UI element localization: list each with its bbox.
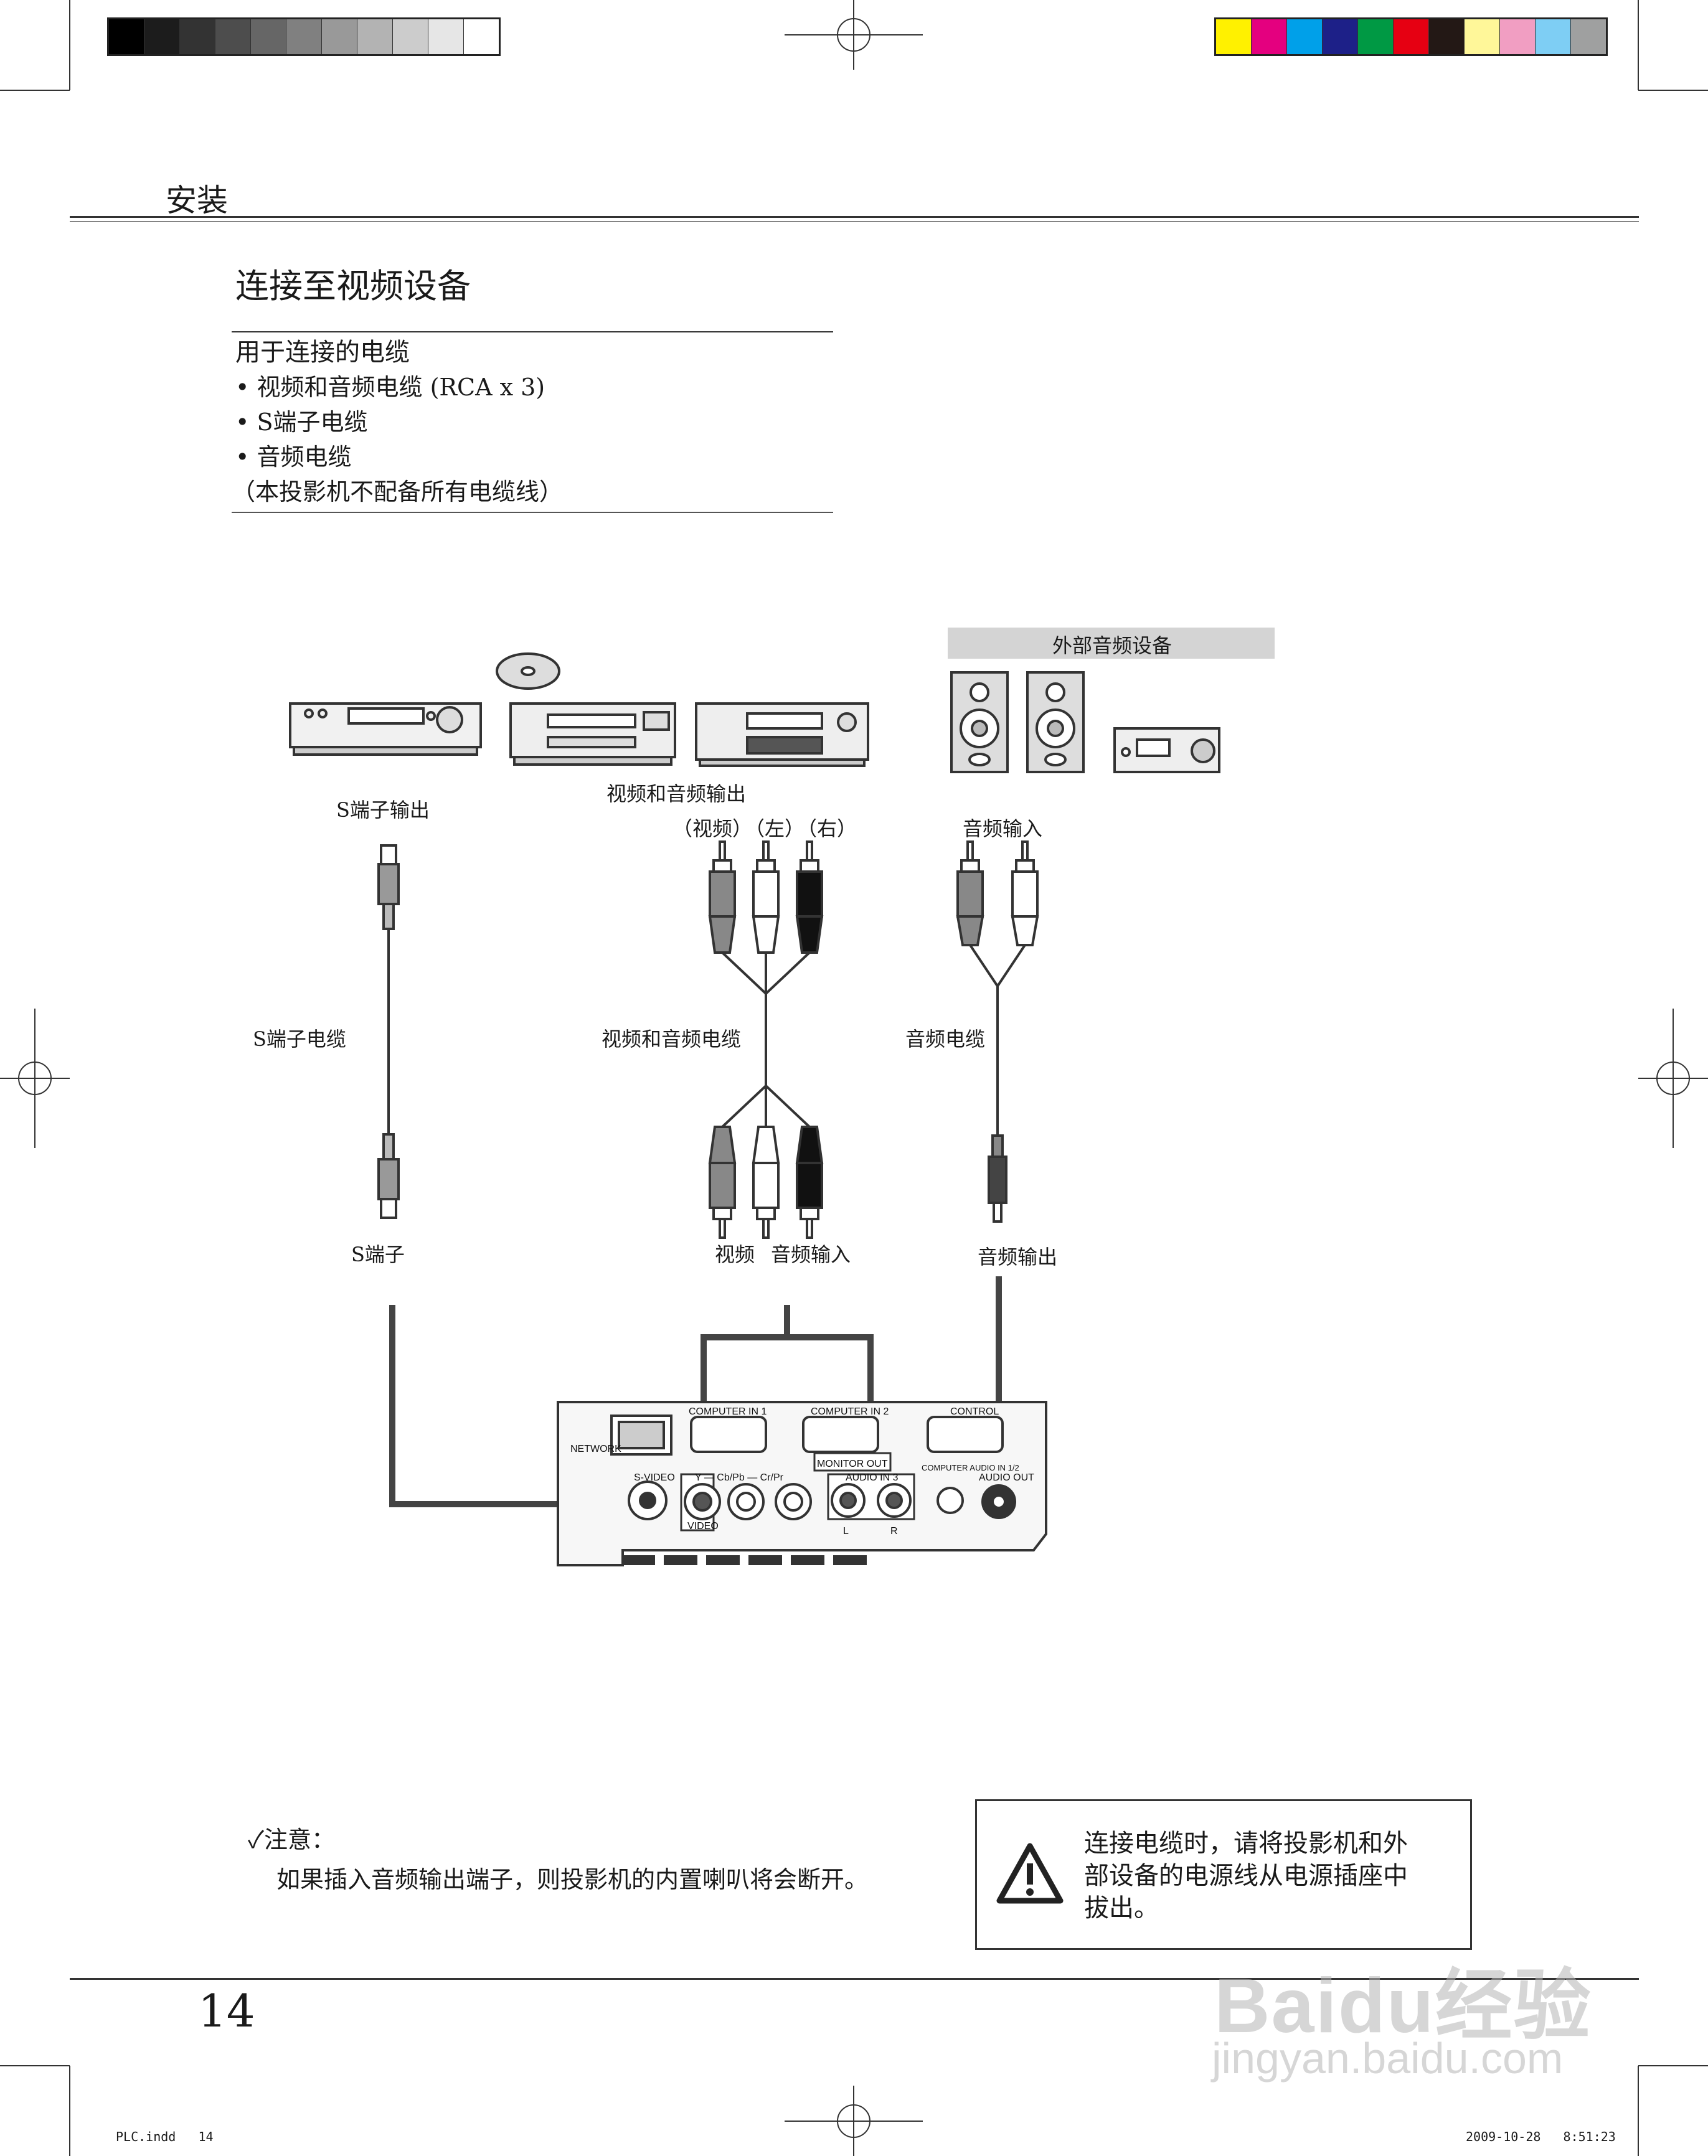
- watermark-brand: Baidu经验: [1214, 1963, 1592, 2049]
- svideo-cable: [377, 844, 400, 1219]
- footer-left-slug: PLC.indd 14: [116, 2129, 214, 2144]
- process-color-bar: [1214, 17, 1608, 56]
- warning-triangle-icon: [996, 1843, 1064, 1904]
- cable-item-audio: • 音频电缆: [235, 443, 352, 471]
- ext-audio-title: 外部音频设备: [1052, 634, 1172, 657]
- cables-bottom-rule: [232, 512, 833, 513]
- speaker-left: [950, 671, 1009, 773]
- av-device: [695, 702, 869, 767]
- process-color-swatch: [1570, 19, 1606, 54]
- cable-item-svideo: • S端子电缆: [235, 408, 368, 436]
- process-color-swatch: [1428, 19, 1464, 54]
- note-heading: ✓注意：: [248, 1826, 335, 1853]
- vcr-device: [289, 702, 482, 756]
- cable-item-av: • 视频和音频电缆 (RCA x 3): [235, 374, 545, 401]
- gray-swatch: [286, 19, 321, 54]
- panel-control-label: CONTROL: [950, 1406, 999, 1417]
- sub-left-label: （左）: [745, 817, 805, 840]
- process-color-swatch: [1251, 19, 1286, 54]
- panel-r-label: R: [890, 1526, 898, 1537]
- gray-swatch: [250, 19, 286, 54]
- header-rule-thin: [70, 221, 1639, 222]
- cables-top-rule: [232, 331, 833, 332]
- page-title: 连接至视频设备: [235, 266, 471, 306]
- svideo-out-label: S端子输出: [336, 798, 430, 822]
- watermark-url: jingyan.baidu.com: [1212, 2034, 1564, 2083]
- panel-computer-in-1-label: COMPUTER IN 1: [689, 1406, 767, 1417]
- speaker-right: [1026, 671, 1085, 773]
- panel-computer-audio-label: COMPUTER AUDIO IN 1/2: [922, 1463, 1019, 1472]
- panel-labels: NETWORK COMPUTER IN 1 COMPUTER IN 2 CONT…: [570, 1406, 1034, 1537]
- process-color-swatch: [1216, 19, 1251, 54]
- gray-swatch: [109, 19, 144, 54]
- note-body: 如果插入音频输出端子，则投影机的内置喇叭将会断开。: [276, 1866, 869, 1893]
- warning-line-3: 拔出。: [1084, 1894, 1159, 1923]
- av-cable-label: 视频和音频电缆: [602, 1027, 742, 1051]
- panel-l-label: L: [843, 1526, 849, 1537]
- panel-video-label: VIDEO: [687, 1521, 719, 1532]
- process-color-swatch: [1322, 19, 1357, 54]
- cables-note: （本投影机不配备所有电缆线）: [232, 478, 564, 506]
- audio-cable: [956, 840, 1039, 1223]
- ext-audio-title-bar: [948, 628, 1275, 659]
- section-header: 安装: [166, 182, 228, 219]
- warning-box: 连接电缆时，请将投影机和外 部设备的电源线从电源插座中 拔出。: [975, 1799, 1472, 1950]
- sub-video-label: （视频）: [672, 817, 753, 840]
- sub-right-label: （右）: [797, 817, 857, 840]
- gray-swatch: [463, 19, 499, 54]
- process-color-swatch: [1286, 19, 1322, 54]
- audio-out-port-label: 音频输出: [978, 1245, 1058, 1269]
- panel-audio-in-3-label: AUDIO IN 3: [846, 1472, 899, 1483]
- av-rca-cable: [708, 840, 824, 1239]
- header-rule: [70, 216, 1639, 218]
- gray-color-bar: [107, 17, 501, 56]
- amplifier-device: [1113, 727, 1220, 773]
- footer-right-slug: 2009-10-28 8:51:23: [1466, 2129, 1616, 2144]
- dvd-device: [496, 652, 676, 766]
- cables-heading: 用于连接的电缆: [235, 338, 410, 367]
- audio-cable-label: 音频电缆: [905, 1027, 986, 1051]
- panel-monitor-out-label: MONITOR OUT: [817, 1459, 888, 1469]
- panel-audio-out-label: AUDIO OUT: [979, 1472, 1034, 1483]
- process-color-swatch: [1499, 19, 1535, 54]
- gray-swatch: [215, 19, 250, 54]
- gray-swatch: [179, 19, 215, 54]
- panel-computer-in-2-label: COMPUTER IN 2: [811, 1406, 889, 1417]
- gray-swatch: [392, 19, 428, 54]
- panel-network-label: NETWORK: [570, 1444, 621, 1454]
- process-color-swatch: [1535, 19, 1570, 54]
- svideo-port-label: S端子: [351, 1243, 405, 1266]
- audio-in-top-label: 音频输入: [963, 817, 1043, 840]
- gray-swatch: [357, 19, 392, 54]
- panel-s-video-label: S-VIDEO: [634, 1472, 675, 1483]
- gray-swatch: [428, 19, 463, 54]
- av-out-label: 视频和音频输出: [606, 782, 747, 806]
- svideo-cable-label: S端子电缆: [253, 1027, 346, 1051]
- warning-line-2: 部设备的电源线从电源插座中: [1084, 1862, 1408, 1890]
- footer-rule: [70, 1978, 1639, 1980]
- gray-swatch: [321, 19, 357, 54]
- audio-in-port-label: 音频输入: [771, 1243, 851, 1266]
- page-number: 14: [198, 1985, 255, 2037]
- projector-panel: [557, 1401, 1047, 1566]
- process-color-swatch: [1464, 19, 1499, 54]
- video-port-label: 视频: [715, 1243, 755, 1266]
- process-color-swatch: [1357, 19, 1393, 54]
- gray-swatch: [144, 19, 179, 54]
- warning-line-1: 连接电缆时，请将投影机和外: [1084, 1829, 1408, 1858]
- panel-y-cb-cr-label: Y — Cb/Pb — Cr/Pr: [695, 1472, 784, 1483]
- process-color-swatch: [1393, 19, 1428, 54]
